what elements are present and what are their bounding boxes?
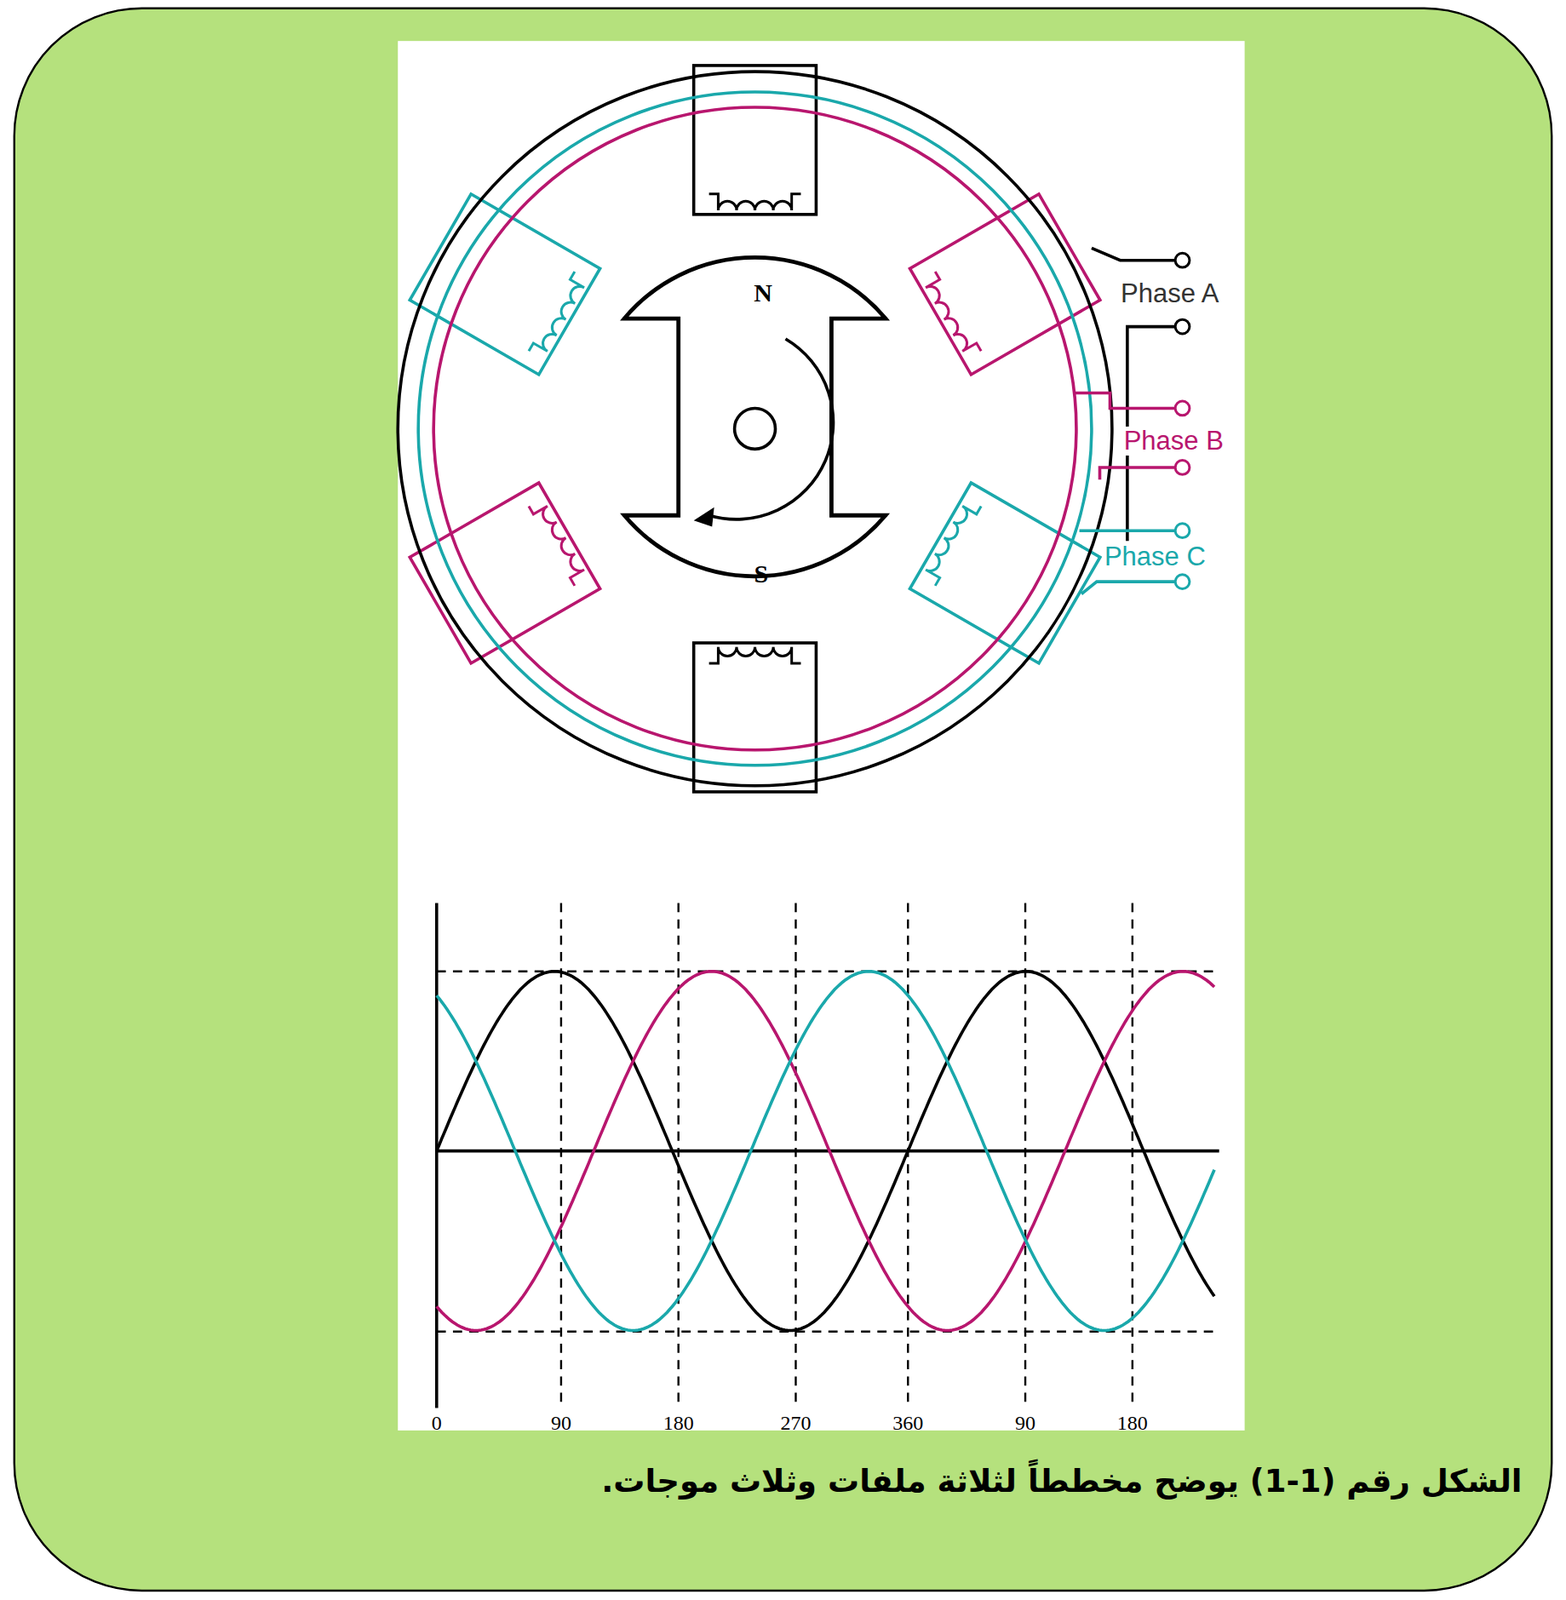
terminal: [1175, 460, 1190, 476]
terminal: [1175, 401, 1190, 416]
arrow-head: [694, 507, 715, 528]
rotation-arrow: [709, 338, 834, 520]
wave-c: [436, 971, 1215, 1331]
axis-number: 90: [1015, 1411, 1036, 1435]
grid-lines: [436, 903, 1220, 1409]
stator-pole: [409, 482, 600, 664]
terminal: [1175, 574, 1190, 590]
axis-number: 270: [780, 1411, 811, 1435]
axis-number: 0: [431, 1411, 442, 1435]
axis-number: 180: [1117, 1411, 1148, 1435]
rotor: [624, 257, 886, 576]
stator-pole: [694, 65, 817, 215]
shaft: [734, 407, 776, 449]
pole-label: S: [753, 559, 769, 588]
phase-label: Phase C: [1101, 542, 1209, 572]
stator-pole: [909, 482, 1100, 664]
stator-poles: [409, 65, 1101, 792]
stator-pole: [409, 194, 600, 375]
terminal: [1175, 319, 1190, 334]
stator-pole: [694, 642, 817, 792]
wave-b: [436, 971, 1215, 1331]
pole-label: N: [753, 277, 773, 306]
green-panel: [14, 8, 1552, 1591]
phase-c-ring: [418, 91, 1092, 766]
axis-number: 360: [892, 1411, 924, 1435]
wave-a: [436, 971, 1215, 1331]
stator-pole: [909, 194, 1100, 375]
axis-number: 180: [663, 1411, 695, 1435]
terminal: [1175, 523, 1190, 539]
terminal: [1175, 252, 1190, 268]
axis-number: 90: [550, 1411, 572, 1435]
phase-b-ring: [433, 107, 1077, 751]
stator-ring: [397, 71, 1113, 786]
phase-label: Phase A: [1118, 279, 1222, 309]
white-panel: [397, 40, 1245, 1431]
phase-label: Phase B: [1121, 426, 1227, 456]
figure-caption: الشكل رقم (1-1) يوضح مخططاً لثلاثة ملفات…: [601, 1463, 1522, 1499]
y-axis: [435, 903, 439, 1409]
